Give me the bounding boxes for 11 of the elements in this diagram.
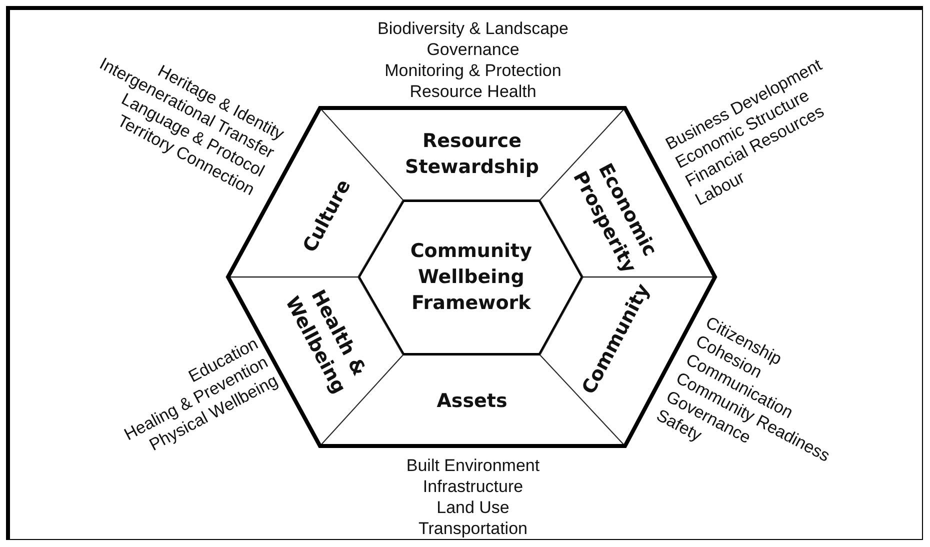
indicator-label: Infrastructure bbox=[422, 476, 524, 497]
center-title: Community Wellbeing Framework bbox=[409, 239, 533, 316]
indicator-label: Transportation bbox=[418, 518, 528, 539]
indicator-label: Land Use bbox=[436, 497, 510, 518]
indicator-label: Monitoring & Protection bbox=[384, 60, 562, 81]
indicator-label: Resource Health bbox=[408, 81, 538, 102]
segment-label: Resource Stewardship bbox=[404, 129, 540, 180]
indicator-label: Biodiversity & Landscape bbox=[376, 18, 570, 39]
indicator-label: Governance bbox=[426, 39, 520, 60]
indicator-label: Built Environment bbox=[405, 455, 541, 476]
segment-label: Assets bbox=[436, 388, 508, 414]
